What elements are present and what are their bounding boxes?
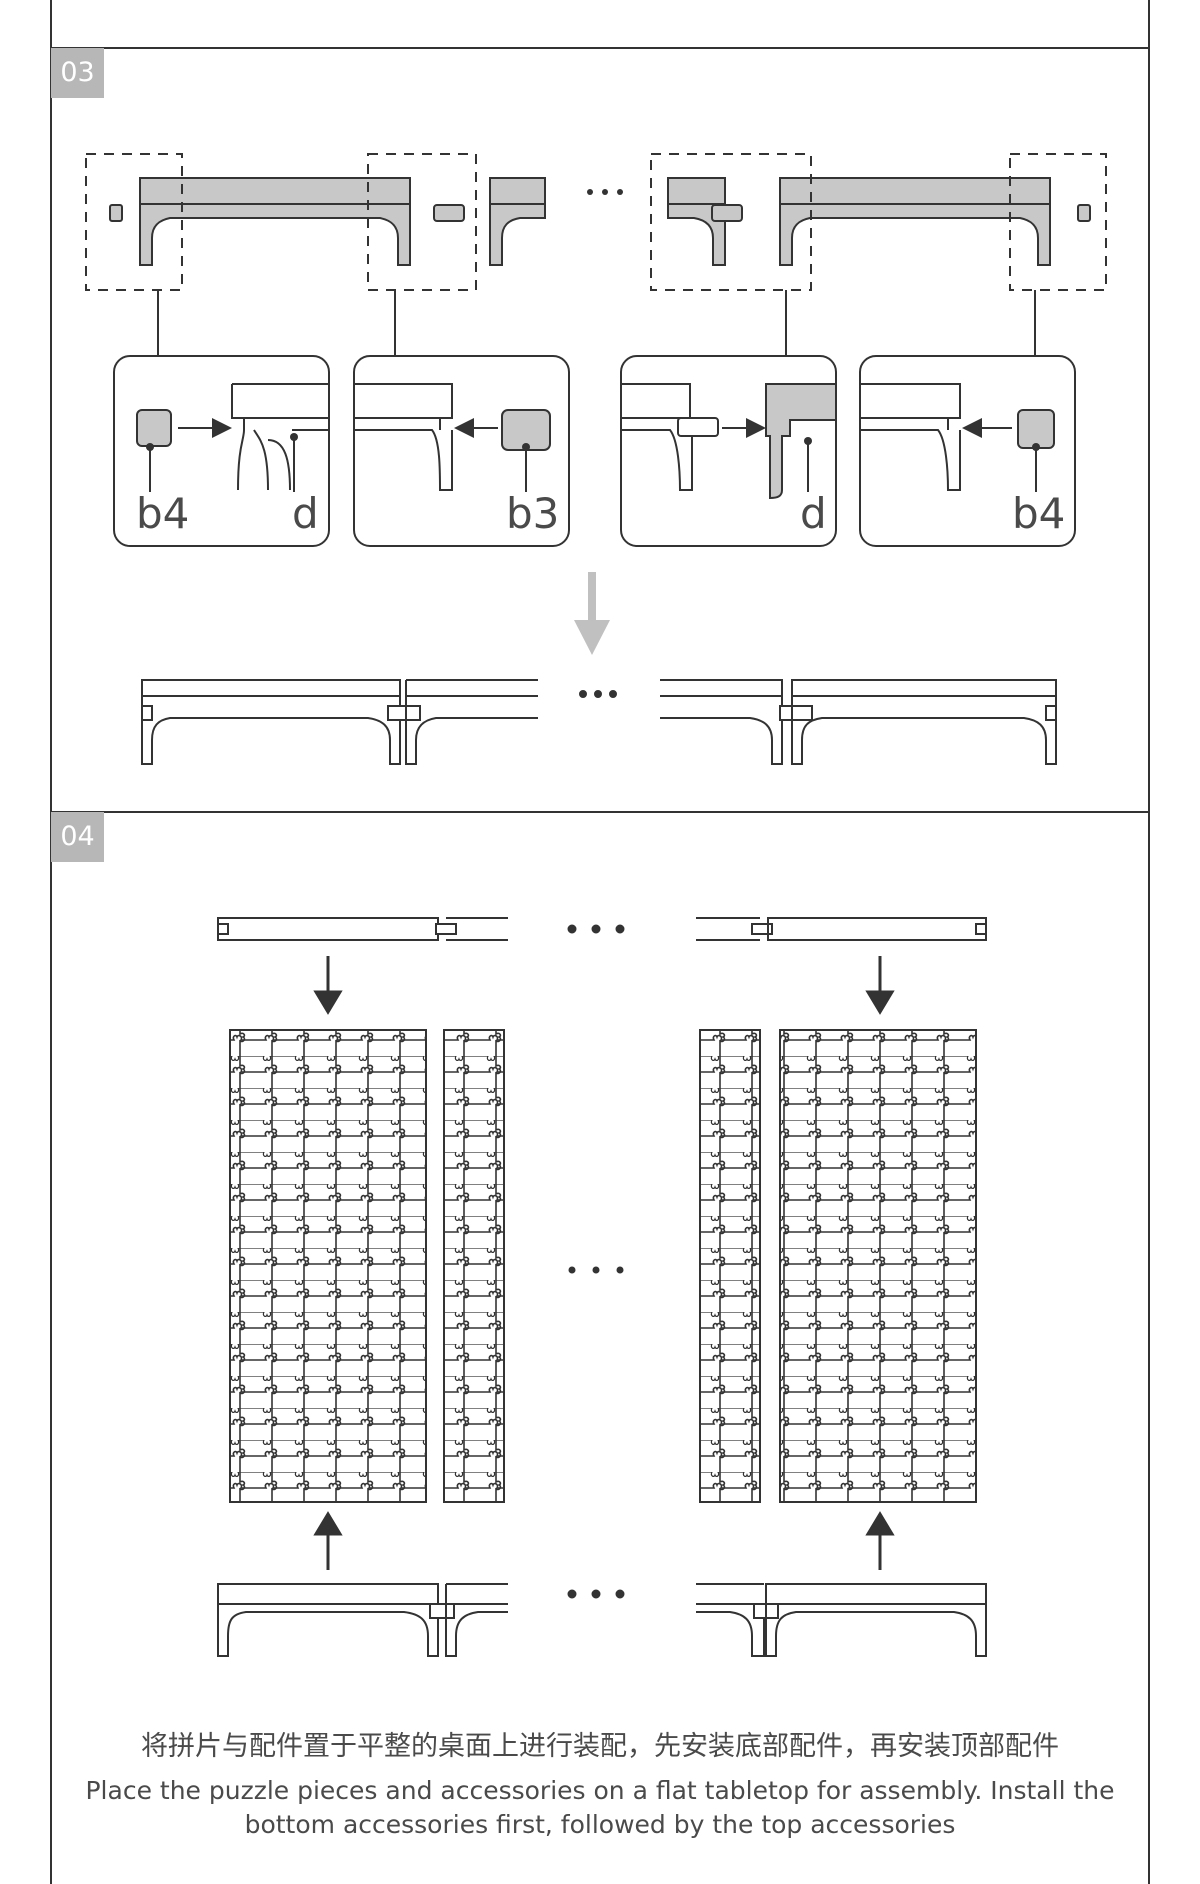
gray-table-piece-left [139, 177, 411, 266]
down-arrow-icon [574, 572, 610, 655]
step-03-top-row [85, 153, 1107, 356]
puzzle-panel-2 [443, 1029, 505, 1503]
callout-2: b3 [353, 355, 570, 547]
caption-english: Place the puzzle pieces and accessories … [85, 1776, 1115, 1839]
step-04-top-rails [217, 917, 987, 941]
label-d-a: d [292, 489, 319, 538]
callout-1: b4 d [113, 355, 330, 547]
step-badge-04: 04 [51, 812, 104, 862]
callout-3: d [620, 355, 837, 547]
page-frame [50, 0, 1150, 1884]
puzzle-panel-4 [779, 1029, 977, 1503]
label-b3: b3 [506, 489, 559, 538]
label-b4-b: b4 [1012, 489, 1065, 538]
puzzle-panel-1 [229, 1029, 427, 1503]
callout-4: b4 [859, 355, 1076, 547]
label-b4-a: b4 [136, 489, 189, 538]
ellipsis-top [587, 189, 623, 195]
label-d-b: d [800, 489, 827, 538]
top-arrows [313, 956, 895, 1015]
puzzle-panels [229, 1029, 977, 1503]
bottom-arrows [313, 1511, 895, 1570]
puzzle-panel-3 [699, 1029, 761, 1503]
step-03-result [141, 679, 1057, 765]
step-badge-03: 03 [51, 48, 104, 98]
step-04-bottom-bases [217, 1583, 987, 1657]
caption-chinese: 将拼片与配件置于平整的桌面上进行装配，先安装底部配件，再安装顶部配件 [141, 1731, 1059, 1762]
